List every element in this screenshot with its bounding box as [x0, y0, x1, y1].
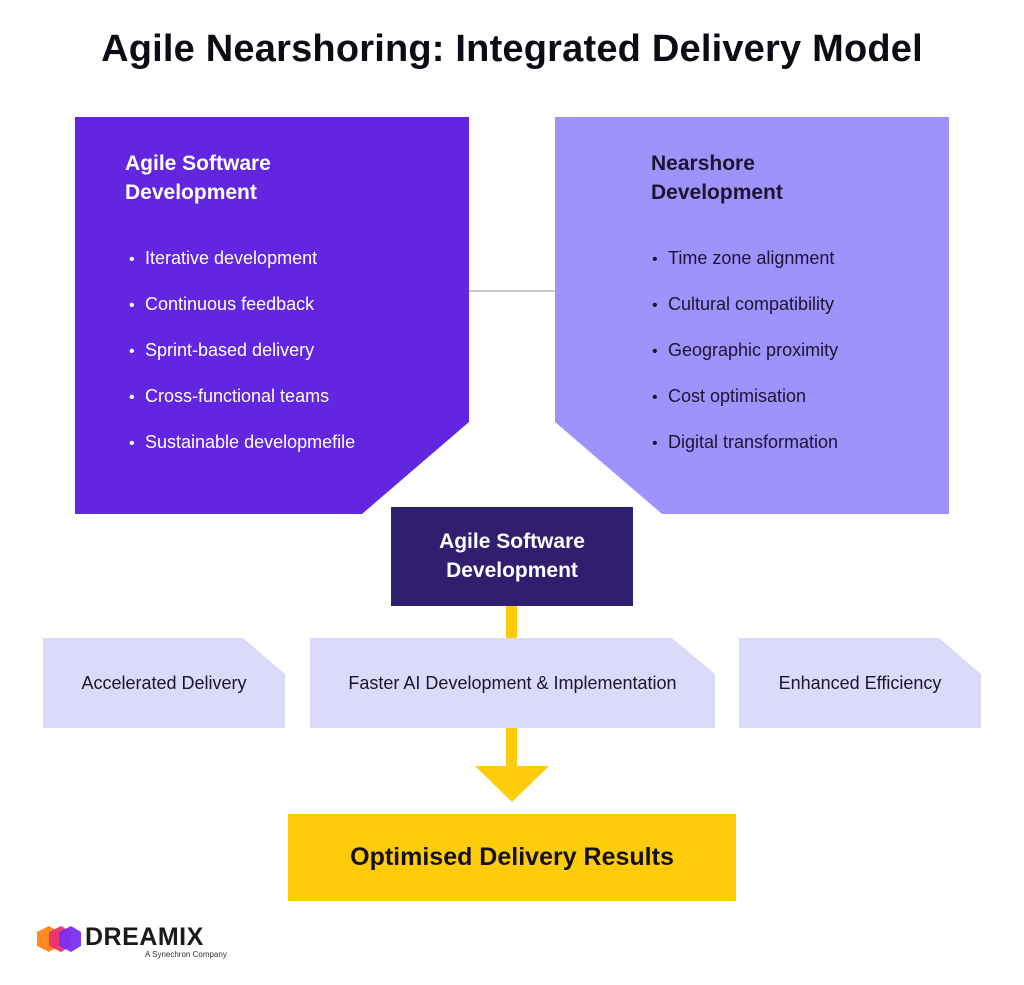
bullet-icon: •	[652, 435, 658, 452]
nearshore-development-panel: Nearshore Development • Time zone alignme…	[555, 117, 949, 514]
list-item-label: Continuous feedback	[145, 294, 315, 314]
bullet-icon: •	[129, 343, 135, 360]
nearshore-panel-title-line2: Development	[651, 181, 783, 204]
dreamix-logo-mark-icon	[37, 926, 81, 952]
benefit-enhanced-efficiency: Enhanced Efficiency	[739, 638, 981, 728]
agile-panel-title-line1: Agile Software	[125, 152, 271, 175]
list-item-label: Iterative development	[145, 248, 318, 268]
diagram-title: Agile Nearshoring: Integrated Delivery M…	[101, 28, 923, 70]
list-item: • Time zone alignment	[652, 235, 838, 281]
bullet-icon: •	[129, 389, 135, 406]
bullet-icon: •	[129, 251, 135, 268]
list-item: • Continuous feedback	[129, 281, 355, 327]
list-item: • Iterative development	[129, 235, 355, 281]
list-item: • Cultural compatibility	[652, 281, 838, 327]
list-item-label: Time zone alignment	[668, 248, 835, 268]
agile-development-panel: Agile Software Development • Iterative de…	[75, 117, 469, 514]
flow-connector-top	[506, 606, 517, 640]
benefit-faster-ai-development: Faster AI Development & Implementation	[310, 638, 715, 728]
list-item-label: Cross-functional teams	[145, 386, 330, 406]
bullet-icon: •	[652, 297, 658, 314]
agile-practices-list: • Iterative development • Continuous feedb…	[129, 235, 355, 465]
result-label: Optimised Delivery Results	[350, 843, 674, 871]
nearshore-panel-title-line1: Nearshore	[651, 152, 755, 175]
list-item: • Cross-functional teams	[129, 373, 355, 419]
panel-connector-line	[469, 290, 555, 292]
dreamix-logo: DREAMIX A Synechron Company	[37, 922, 237, 964]
nearshore-panel-title: Nearshore Development	[651, 149, 783, 207]
list-item: • Sustainable developmefile	[129, 419, 355, 465]
list-item: • Cost optimisation	[652, 373, 838, 419]
bullet-icon: •	[129, 435, 135, 452]
center-box-line1: Agile Software	[439, 530, 585, 553]
list-item-label: Sustainable developmefile	[145, 432, 356, 452]
logo-wordmark: DREAMIX	[85, 923, 204, 951]
nearshore-benefits-list: • Time zone alignment • Cultural compatibi…	[652, 235, 838, 465]
benefit-label: Accelerated Delivery	[81, 672, 247, 693]
agile-panel-title: Agile Software Development	[125, 149, 271, 207]
list-item-label: Cost optimisation	[668, 386, 807, 406]
bullet-icon: •	[652, 389, 658, 406]
arrow-down-icon	[475, 766, 549, 802]
list-item: • Sprint-based delivery	[129, 327, 355, 373]
list-item: • Geographic proximity	[652, 327, 838, 373]
flow-connector-bottom	[506, 728, 517, 768]
benefit-label: Enhanced Efficiency	[778, 672, 942, 693]
list-item: • Digital transformation	[652, 419, 838, 465]
center-box-line2: Development	[446, 559, 578, 582]
benefit-accelerated-delivery: Accelerated Delivery	[43, 638, 285, 728]
agile-panel-title-line2: Development	[125, 181, 257, 204]
bullet-icon: •	[652, 343, 658, 360]
integration-center-box: Agile Software Development	[391, 507, 633, 606]
bullet-icon: •	[652, 251, 658, 268]
result-box: Optimised Delivery Results	[288, 814, 736, 901]
benefit-label: Faster AI Development & Implementation	[348, 672, 677, 693]
list-item-label: Geographic proximity	[668, 340, 839, 360]
list-item-label: Cultural compatibility	[668, 294, 835, 314]
bullet-icon: •	[129, 297, 135, 314]
list-item-label: Sprint-based delivery	[145, 340, 315, 360]
logo-tagline: A Synechron Company	[145, 950, 227, 959]
list-item-label: Digital transformation	[668, 432, 839, 452]
